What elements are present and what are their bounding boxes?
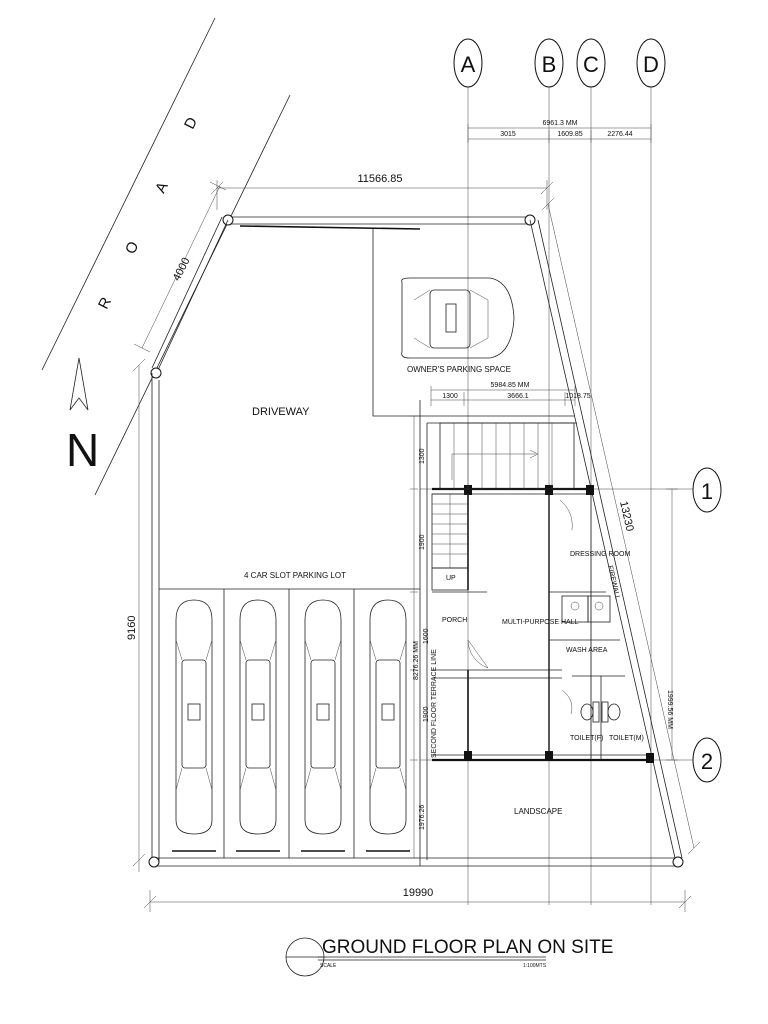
left-building-dimension: 1300 1900 1600 1900 1976.26 8276.26 MM — [410, 415, 430, 859]
left-dimension-4: 1900 — [423, 706, 430, 722]
parking-lot-label: 4 CAR SLOT PARKING LOT — [244, 571, 346, 580]
toilet-icon — [580, 701, 621, 723]
wash-area-label: WASH AREA — [566, 647, 608, 654]
car-icon — [369, 599, 407, 835]
road-letter-a: A — [152, 179, 172, 196]
porch-dimension-3: 1018.75 — [565, 393, 590, 400]
front-boundary-dimension: 11566.85 — [357, 173, 402, 185]
multipurpose-hall-label: MULTI-PURPOSE HALL — [502, 619, 579, 626]
car-icon — [304, 599, 342, 835]
bottom-dimension: 19990 — [143, 887, 692, 912]
porch-dimension: 5984.85 MM 1300 3666.1 1018.75 — [430, 382, 591, 406]
left-dimension-3: 1600 — [423, 628, 430, 644]
grid-column-b: B — [542, 52, 557, 77]
scale-value: 1:100MTS — [523, 963, 547, 969]
north-arrow-icon — [69, 357, 89, 411]
porch-label: PORCH — [442, 617, 467, 624]
grid-rows: 1 2 1999.56 MM — [420, 467, 722, 783]
owners-parking-label: OWNER'S PARKING SPACE — [407, 365, 511, 374]
parked-cars — [172, 599, 410, 852]
right-total-dimension: 1999.56 MM — [666, 690, 673, 729]
top-total-dimension: 6961.3 MM — [542, 120, 577, 127]
top-dimension: 6961.3 MM 3015 1609.85 2276.44 — [467, 120, 652, 143]
toilet-f-label: TOILET(F) — [570, 735, 603, 742]
road-letter-r: R — [95, 294, 115, 312]
porch-total-dimension: 5984.85 MM — [491, 382, 530, 389]
grid-columns: A B C D — [453, 38, 666, 905]
grid-column-c: C — [583, 52, 599, 77]
porch-dimension-2: 3666.1 — [507, 393, 529, 400]
top-dimension-bc: 1609.85 — [557, 131, 582, 138]
left-dimension: 9160 — [126, 358, 146, 872]
stair-up-label: UP — [446, 575, 456, 582]
top-dimension-ab: 3015 — [500, 131, 516, 138]
road-letter-d: D — [181, 114, 201, 132]
grid-row-2: 2 — [701, 749, 713, 774]
parking-lot: 4 CAR SLOT PARKING LOT — [159, 400, 421, 866]
porch-dimension-1: 1300 — [442, 393, 458, 400]
grid-column-a: A — [461, 52, 476, 77]
scale-label: SCALE — [320, 963, 337, 969]
firewall-label: FIREWALL — [606, 565, 621, 601]
staircase: UP — [431, 422, 575, 591]
north-label: N — [66, 424, 99, 476]
owner-car-icon — [401, 277, 515, 359]
north-arrow: N — [66, 357, 99, 476]
road-letter-o: O — [122, 239, 142, 257]
left-dimension-5: 1976.26 — [419, 805, 426, 830]
plan-title: GROUND FLOOR PLAN ON SITE — [322, 937, 613, 958]
driveway-label: DRIVEWAY — [252, 406, 310, 418]
left-boundary-dimension: 9160 — [126, 616, 138, 640]
car-icon — [239, 599, 277, 835]
left-dimension-1: 1300 — [419, 448, 426, 464]
site-boundary: 13230 — [148, 197, 701, 868]
landscape-label: LANDSCAPE — [514, 807, 562, 816]
toilet-m-label: TOILET(M) — [609, 735, 644, 742]
bottom-boundary-dimension: 19990 — [403, 887, 434, 899]
terrace-line-label: SECOND FLOOR TERRACE LINE — [431, 649, 438, 758]
top-dimension-cd: 2276.44 — [607, 131, 632, 138]
front-dimension: 11566.85 — [210, 173, 554, 210]
car-icon — [175, 599, 213, 835]
grid-row-1: 1 — [701, 479, 713, 504]
grid-column-d: D — [643, 52, 659, 77]
left-total-dimension: 8276.26 MM — [413, 641, 420, 680]
owners-parking-space: OWNER'S PARKING SPACE — [372, 229, 515, 417]
dressing-room-label: DRESSING ROOM — [570, 551, 630, 558]
left-dimension-2: 1900 — [419, 534, 426, 550]
building: UP PORCH MULTI-PURPOSE HALL DRESSING ROO… — [420, 415, 654, 860]
diagonal-boundary-dimension: 13230 — [617, 500, 636, 533]
title-block: GROUND FLOOR PLAN ON SITE SCALE 1:100MTS — [285, 937, 613, 977]
road-width-label: 4000 — [171, 256, 193, 283]
